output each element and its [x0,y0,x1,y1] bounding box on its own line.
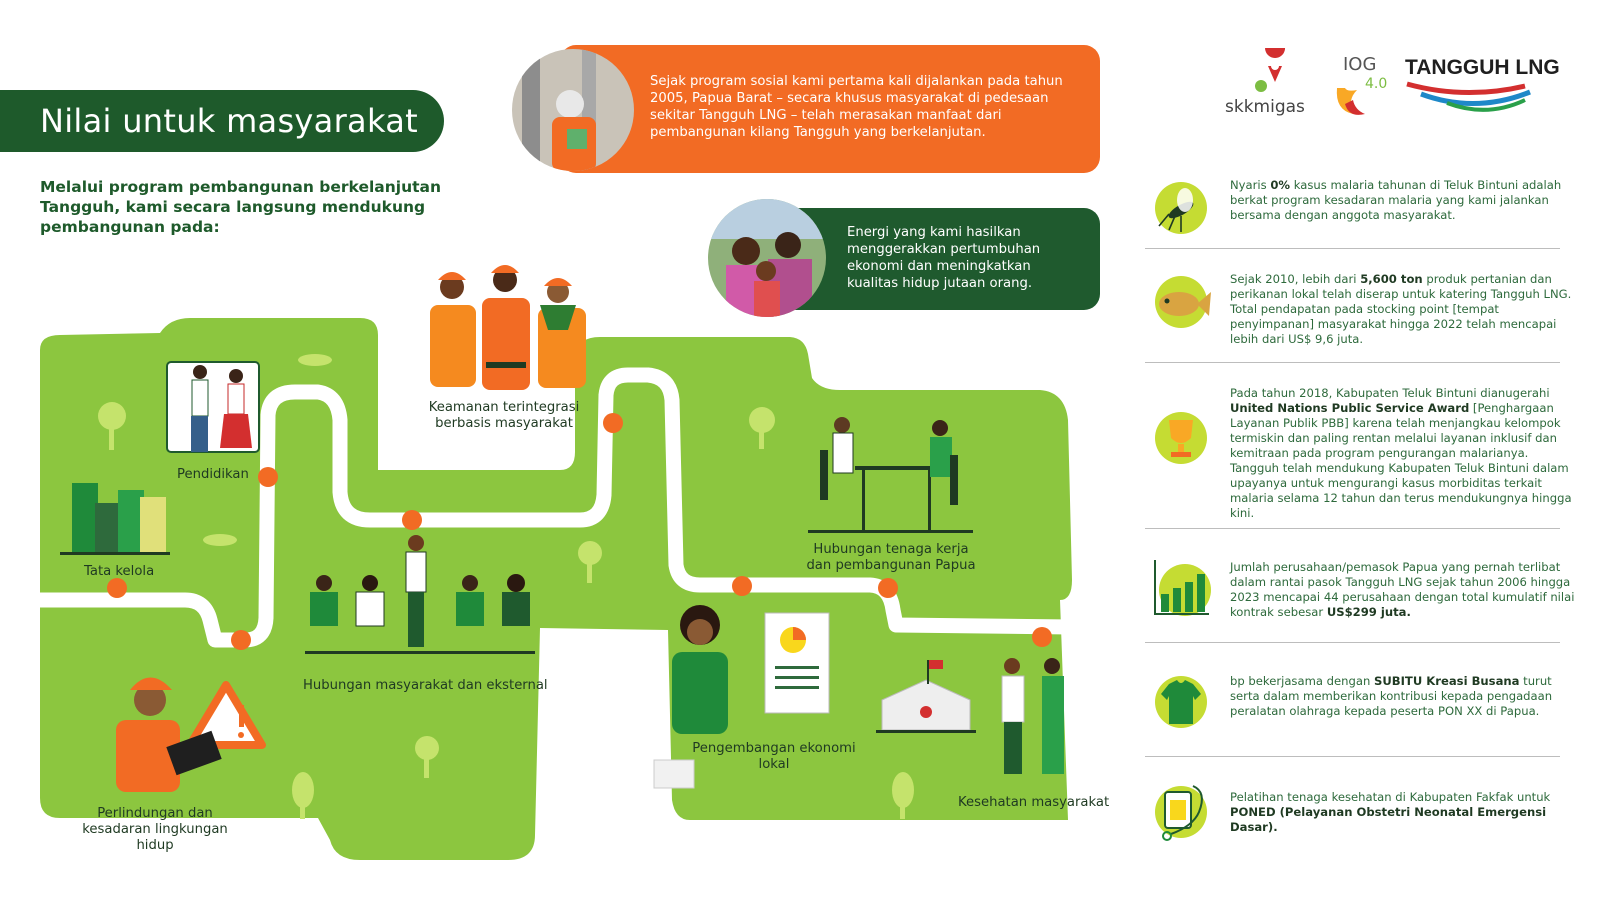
fact-poned-text: Pelatihan tenaga kesehatan di Kabupaten … [1230,790,1580,835]
buildings-illustration [60,483,170,555]
green-land [40,318,1072,860]
clipboard-stethoscope-icon [1151,782,1211,842]
fact-divider [1145,756,1560,757]
fact-divider [1145,642,1560,643]
label-pendidikan: Pendidikan [177,467,249,482]
fact-suppliers-text: Jumlah perusahaan/pemasok Papua yang per… [1230,560,1580,620]
fact-divider [1145,362,1560,363]
security-workers-illustration [430,265,586,390]
label-ekonomi-lokal: Pengembangan ekonomi lokal [692,741,856,772]
label-hubungan-tenaga-kerja: Hubungan tenaga kerja dan pembangunan Pa… [806,542,976,573]
label-hubungan-masyarakat: Hubungan masyarakat dan eksternal [303,678,548,693]
logos-graphic: skkmigas IOG 4.0 TANGGUH LNG [1225,38,1560,117]
fact-un-award-text: Pada tahun 2018, Kabupaten Teluk Bintuni… [1230,386,1580,521]
tangguh-lng-logo: TANGGUH LNG [1405,56,1560,112]
students-illustration [166,361,260,453]
intro-text: Melalui program pembangunan berkelanjuta… [40,178,442,236]
fact-text-part: Jumlah perusahaan/pemasok Papua yang per… [1230,560,1575,619]
fact-text-part: turut serta dalam memberikan kontribusi … [1230,674,1553,718]
label-keamanan: Keamanan terintegrasi berbasis masyaraka… [428,400,580,431]
iog-version: 4.0 [1365,76,1387,92]
label-tata-kelola: Tata kelola [84,564,155,579]
fact-divider [1145,248,1560,249]
tangguh-wordmark: TANGGUH LNG [1405,56,1560,79]
energy-callout-text: Energi yang kami hasilkan menggerakkan p… [847,225,1041,291]
fact-text-part: kasus malaria tahunan di Teluk Bintuni a… [1230,178,1562,222]
cloud-icon [203,354,332,546]
energy-callout: Energi yang kami hasilkan menggerakkan p… [780,208,1100,310]
fact-text-part: produk pertanian dan perikanan lokal tel… [1230,272,1572,346]
page-title: Nilai untuk masyarakat [0,90,444,152]
skkmigas-wordmark: skkmigas [1225,97,1305,117]
tree-icon [98,402,914,819]
family-photo [708,199,826,317]
history-callout-text: Sejak program sosial kami pertama kali d… [650,74,1063,140]
mosquito-icon [1151,178,1211,238]
shirt-icon [1151,672,1211,732]
iog-wordmark: IOG [1343,54,1376,75]
fact-highlight: PONED (Pelayanan Obstetri Neonatal Emerg… [1230,805,1547,834]
fact-text-part: Nyaris [1230,178,1271,192]
community-meeting-illustration [305,535,535,654]
label-kesehatan: Kesehatan masyarakat [958,795,1110,810]
meeting-illustration [808,417,973,533]
fact-text-part: [Penghargaan Layanan Publik PBB] karena … [1230,401,1572,520]
label-perlindungan: Perlindungan dan kesadaran lingkungan hi… [82,806,228,853]
fact-highlight: US$299 juta. [1326,605,1411,619]
history-callout: Sejak program sosial kami pertama kali d… [560,45,1100,173]
route-markers [107,413,1052,650]
environment-worker-illustration [116,677,266,792]
trophy-icon [1151,408,1211,468]
iog-logo: IOG 4.0 [1336,54,1387,115]
fact-highlight: 5,600 ton [1360,272,1423,286]
fact-text-part: Pada tahun 2018, Kabupaten Teluk Bintuni… [1230,386,1550,400]
partner-logos: skkmigas IOG 4.0 TANGGUH LNG [1225,38,1580,128]
fact-divider [1145,528,1560,529]
fact-malaria-text: Nyaris 0% kasus malaria tahunan di Teluk… [1230,178,1580,223]
fact-highlight: United Nations Public Service Award [1230,401,1470,415]
skkmigas-logo: skkmigas [1225,38,1305,117]
fact-subitu-text: bp bekerjasama dengan SUBITU Kreasi Busa… [1230,674,1580,719]
fact-text-part: Pelatihan tenaga kesehatan di Kabupaten … [1230,790,1551,804]
fact-food-products-text: Sejak 2010, lebih dari 5,600 ton produk … [1230,272,1580,347]
health-illustration [876,658,1064,774]
fish-icon [1151,272,1211,332]
bar-chart-icon [1151,558,1211,618]
fact-highlight: SUBITU Kreasi Busana [1374,674,1520,688]
worker-photo [512,49,634,171]
fact-highlight: 0% [1270,178,1291,192]
economic-development-illustration [653,605,830,789]
fact-text-part: bp bekerjasama dengan [1230,674,1374,688]
fact-text-part: Sejak 2010, lebih dari [1230,272,1361,286]
winding-road [32,367,1080,648]
